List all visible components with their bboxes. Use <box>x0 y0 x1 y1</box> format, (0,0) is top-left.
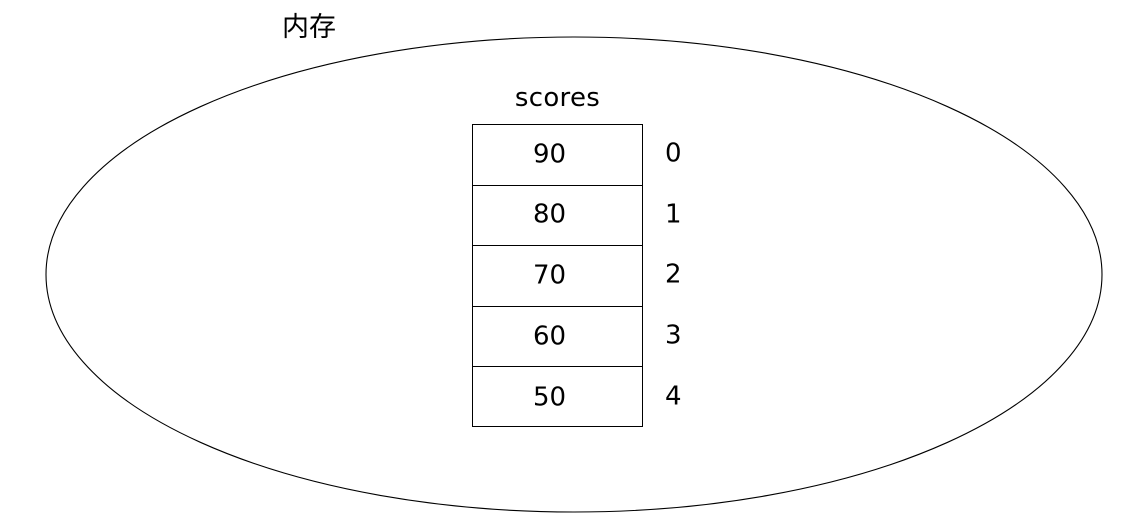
array-cell-value: 50 <box>532 382 567 413</box>
array-index-column: 0 1 2 3 4 <box>643 124 703 427</box>
array-cell-0: 90 <box>473 125 642 186</box>
memory-label: 内存 <box>282 12 336 43</box>
array-cell-3: 60 <box>473 307 642 368</box>
array-index-row: 2 <box>643 245 703 306</box>
array-cell-1: 80 <box>473 186 642 247</box>
array-cell-value: 90 <box>532 139 567 170</box>
array-index-label: 2 <box>665 259 682 290</box>
array-index-label: 3 <box>665 320 682 351</box>
memory-ellipse-shape <box>45 36 1103 513</box>
array-cell-value: 60 <box>532 320 567 351</box>
array-index-label: 1 <box>665 199 682 230</box>
array-cell-2: 70 <box>473 246 642 307</box>
array-cell-value: 70 <box>532 260 567 291</box>
array-index-label: 4 <box>665 381 682 412</box>
array-name-label: scores <box>514 83 601 113</box>
array-index-row: 1 <box>643 185 703 246</box>
array-index-row: 3 <box>643 306 703 367</box>
array-index-row: 4 <box>643 366 703 427</box>
array-index-row: 0 <box>643 124 703 185</box>
array-table: 90 80 70 60 50 <box>472 124 643 427</box>
array-index-label: 0 <box>665 138 682 169</box>
array-cell-value: 80 <box>532 199 567 230</box>
array-cell-4: 50 <box>473 367 642 428</box>
